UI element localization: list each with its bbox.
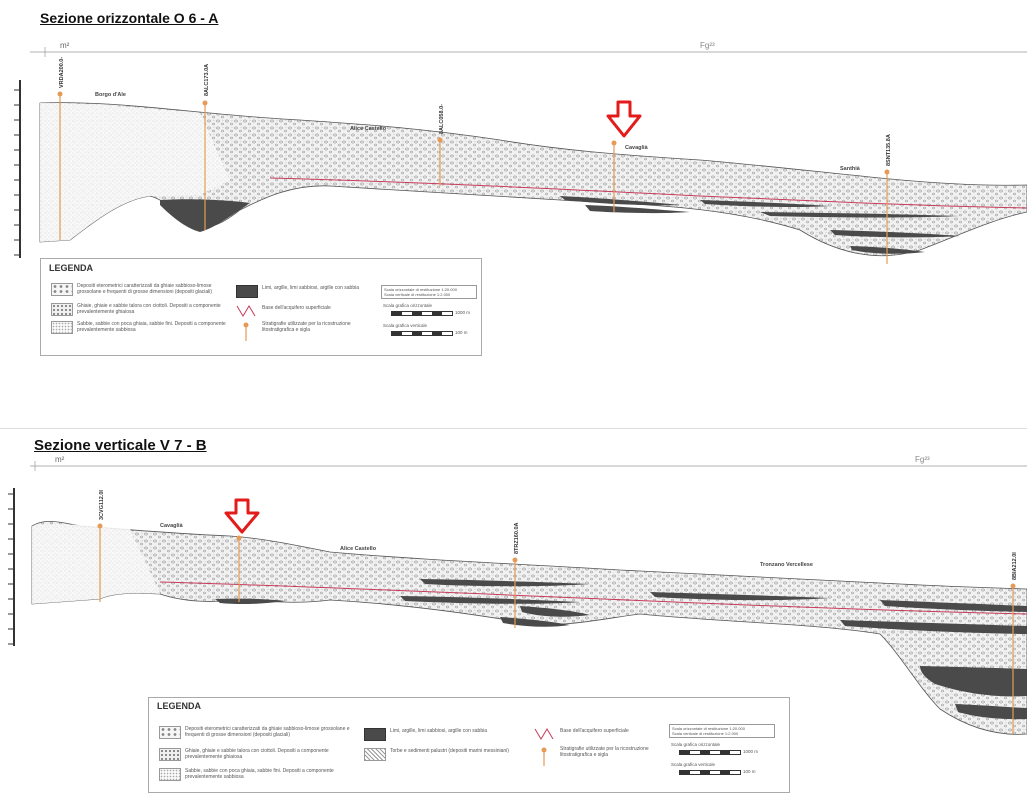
right-unit-label: Fg²³ xyxy=(915,455,930,464)
scale-notes: Scala orizzontale di restituzione 1:20.0… xyxy=(669,724,775,738)
legend-item: Stratigrafie utilizzate per la ricostruz… xyxy=(560,746,649,758)
scale-bar-title: Scala grafica verticale xyxy=(383,323,428,328)
legend-2: LEGENDA Depositi eterometrici caratteriz… xyxy=(148,697,790,793)
place-label: Cavaglià xyxy=(625,145,649,151)
well-8snt135[interactable]: 8SNT135.8A xyxy=(884,134,893,264)
legend-item: Sabbie, sabbie con poca ghiaia, sabbie f… xyxy=(185,768,334,780)
aquifer-base-symbol xyxy=(534,728,554,740)
legend-item: Base dell'acquifero superficiale xyxy=(560,728,629,734)
well-label: VRDA200.0- xyxy=(59,57,65,88)
scale-notes: Scala orizzontale di restituzione 1:20.0… xyxy=(381,285,477,299)
legend-item: Depositi eterometrici caratterizzati da … xyxy=(77,283,213,295)
well-symbol xyxy=(541,747,547,766)
place-label: Alice Castello xyxy=(340,546,377,552)
legend-item: Depositi eterometrici caratterizzati da … xyxy=(185,726,350,738)
scale-bar-end: 1000 m xyxy=(455,310,471,315)
well-vrda200[interactable]: VRDA200.0- xyxy=(57,57,66,240)
aquifer-base-symbol xyxy=(236,305,256,317)
well-cavaglia-2[interactable] xyxy=(236,535,242,603)
section-1-diagram: m² Fg²³ VRDA200.0- 8ALC173. xyxy=(14,41,1027,264)
vertical-scale-bar xyxy=(391,331,453,336)
well-label: 8ALC058.0- xyxy=(439,104,445,134)
place-label: Tronzano Vercellese xyxy=(760,562,813,568)
well-label: 8SNT135.8A xyxy=(886,134,892,166)
vertical-scale xyxy=(14,80,21,258)
section-divider xyxy=(0,428,1027,429)
scale-bar-title: Scala grafica orizzontale xyxy=(671,742,721,747)
scale-bar-end: 100 m xyxy=(455,330,468,335)
section-2-title: Sezione verticale V 7 - B xyxy=(34,437,207,454)
location-arrow-2 xyxy=(224,498,260,534)
terrain-body xyxy=(39,102,1027,257)
right-unit-label: Fg²³ xyxy=(700,41,715,50)
legend-item: Limi, argille, limi sabbiosi, argille co… xyxy=(262,285,359,291)
place-label: Borgo d'Ale xyxy=(95,92,126,98)
horizontal-scale-bar xyxy=(679,750,741,755)
legend-item: Ghiaie, ghiaie e sabbie talora con ciott… xyxy=(185,748,329,760)
terrain-body xyxy=(31,521,1027,735)
swatch-gravel xyxy=(159,748,181,761)
well-label: 8BIA212.0I xyxy=(1012,552,1018,580)
horizontal-scale-bar xyxy=(391,311,453,316)
swatch-sand xyxy=(159,768,181,781)
left-unit-label: m² xyxy=(55,455,65,464)
vertical-scale-bar xyxy=(679,770,741,775)
well-cavaglia[interactable] xyxy=(611,140,617,213)
legend-item: Base dell'acquifero superficiale xyxy=(262,305,331,311)
place-label: Cavaglià xyxy=(160,523,184,529)
well-label: 8TRZ160.0A xyxy=(514,522,520,554)
swatch-silt xyxy=(364,728,386,741)
glacial-zone xyxy=(32,524,160,604)
place-label: Alice Castello xyxy=(350,126,387,132)
location-arrow-1 xyxy=(606,100,642,138)
well-8bia212[interactable]: 8BIA212.0I xyxy=(1010,552,1019,734)
place-label: Santhià xyxy=(840,166,861,172)
swatch-peat xyxy=(364,748,386,761)
legend-1: LEGENDA Depositi eterometrici caratteriz… xyxy=(40,258,482,356)
legend-item: Torbe e sedimenti palustri (depositi mar… xyxy=(390,748,509,754)
vertical-scale xyxy=(8,488,15,646)
section-1-title: Sezione orizzontale O 6 - A xyxy=(40,10,219,26)
section-2-diagram: m² Fg²³ 3CVG112.0I xyxy=(8,455,1027,735)
well-8trz160[interactable]: 8TRZ160.0A xyxy=(512,522,521,628)
swatch-glacial xyxy=(51,283,73,296)
scale-bar-end: 1000 m xyxy=(743,749,759,754)
swatch-silt xyxy=(236,285,258,298)
swatch-gravel xyxy=(51,303,73,316)
aquifer-base-line xyxy=(269,177,1027,209)
legend-item: Sabbie, sabbie con poca ghiaia, sabbie f… xyxy=(77,321,226,333)
legend-item: Limi, argille, limi sabbiosi, argille co… xyxy=(390,728,487,734)
well-label: 3CVG112.0I xyxy=(99,490,105,520)
glacial-zone xyxy=(40,103,230,242)
well-3cvg112[interactable]: 3CVG112.0I xyxy=(97,490,106,602)
left-unit-label: m² xyxy=(60,41,70,50)
legend-item: Ghiaie, ghiaie e sabbie talora con ciott… xyxy=(77,303,221,315)
legend-title: LEGENDA xyxy=(49,263,94,273)
well-8alc173[interactable]: 8ALC173.0A xyxy=(202,64,211,230)
legend-item: Stratigrafie utilizzate per la ricostruz… xyxy=(262,321,351,333)
legend-title: LEGENDA xyxy=(157,701,202,711)
aquifer-base-line xyxy=(159,581,1027,615)
well-symbol xyxy=(243,322,249,341)
well-8alc058[interactable]: 8ALC058.0- xyxy=(437,104,446,186)
well-label: 8ALC173.0A xyxy=(204,64,210,96)
scale-bar-title: Scala grafica verticale xyxy=(671,762,716,767)
silt-lenses xyxy=(215,579,1027,720)
swatch-glacial xyxy=(159,726,181,739)
scale-bar-title: Scala grafica orizzontale xyxy=(383,303,433,308)
scale-bar-end: 100 m xyxy=(743,769,756,774)
swatch-sand xyxy=(51,321,73,334)
